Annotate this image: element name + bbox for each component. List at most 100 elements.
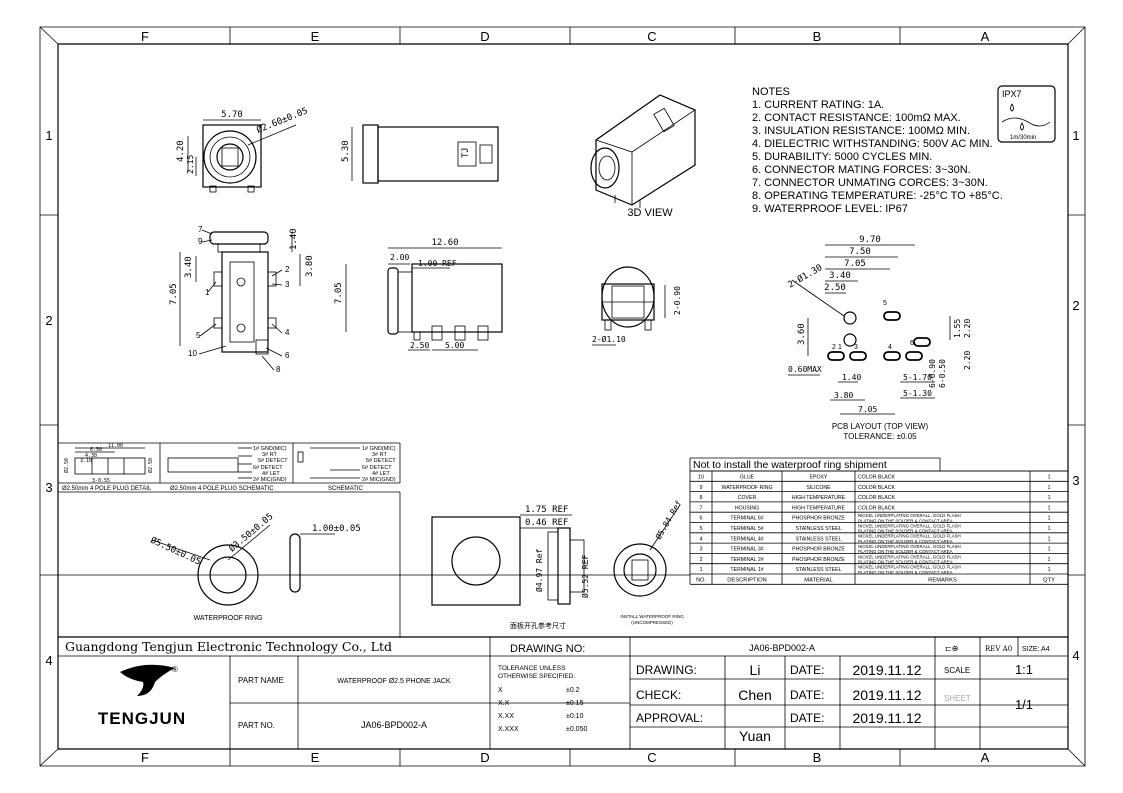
- tolerance-xxxx-value: ±0.050: [566, 726, 587, 733]
- note-9: 9. WATERPROOF LEVEL: IP67: [752, 203, 908, 215]
- bom-row-material: STAINLESS STEEL: [795, 567, 841, 573]
- zone-col-a: A: [981, 29, 990, 44]
- pcb-pad: [849, 351, 867, 361]
- bom-row-qty: 1: [1047, 495, 1050, 501]
- zone-col-b-bottom: B: [813, 750, 822, 765]
- callout-10: 10: [188, 349, 197, 358]
- bom-row-no: 4: [699, 536, 702, 542]
- approval-by-label: APPROVAL:: [636, 711, 703, 725]
- dim-front-h1: 4.20: [176, 140, 186, 162]
- plug-pin-6: 6# DETECT: [253, 465, 283, 471]
- dim-pcb-705b: 7.05: [858, 405, 877, 414]
- zone-col-a-bottom: A: [981, 750, 990, 765]
- dim-front-pin: Ø2.60±0.05: [255, 105, 309, 135]
- date-label-2: DATE:: [790, 688, 824, 702]
- sheet-size: SIZE: A4: [1022, 646, 1050, 653]
- bom-row-no: 9: [699, 485, 702, 491]
- tolerance-x-value: ±0.2: [566, 687, 580, 694]
- notes-title: NOTES: [752, 86, 790, 98]
- side-logo-mark: TJ: [460, 148, 470, 158]
- bom-row-no: 6: [699, 516, 702, 522]
- bom-row-qty: 1: [1047, 567, 1050, 573]
- zone-col-b: B: [813, 29, 822, 44]
- bom-row-remarks-line2: PLATING ON THE SOLDER & CONTACT AREA: [858, 518, 953, 523]
- dim-pcb-380: 3.80: [834, 391, 853, 400]
- label-install-ring2: (UNCOMPRESSED): [631, 620, 673, 625]
- bom-row-remarks-line2: PLATING ON THE SOLDER & CONTACT AREA: [858, 560, 953, 565]
- zone-row-2-right: 2: [1072, 298, 1079, 313]
- plug-strip: 11.00 6.50 4.30 3.10 3-0.55 Ø2.50 Ø2.50 …: [58, 442, 401, 493]
- plug-pin-3: 3# RT: [262, 452, 278, 458]
- dim-bottom-380: 3.80: [305, 255, 315, 277]
- dim-bottom-140: 1.40: [289, 228, 299, 250]
- label-pcb-layout: PCB LAYOUT (TOP VIEW): [832, 422, 929, 431]
- bom-row-material: HIGH TEMPERATURE: [792, 495, 846, 501]
- bom-row-description: TERMINAL 6#: [730, 516, 763, 522]
- bom-row-remarks: NICKEL UNDERPLATING OVERALL, GOLD FLASH: [858, 565, 961, 570]
- pcb-pad: [913, 337, 931, 347]
- label-plug-schematic: Ø2.50mm 4 POLE PLUG SCHEMATIC: [170, 486, 274, 492]
- bom-row-remarks: COLOR BLACK: [858, 485, 895, 491]
- plug-pin-5: 5# DETECT: [258, 458, 288, 464]
- ipx7-label: IPX7: [1002, 89, 1022, 99]
- bom-row-remarks: NICKEL UNDERPLATING OVERALL, GOLD FLASH: [858, 554, 961, 559]
- install-ring-view: 1.75 REF 0.46 REF Ø4.97 Ref Ø5.52 REF Ø5…: [520, 498, 684, 625]
- scale-label: SCALE: [944, 666, 970, 675]
- pcb-layout: 9.70 7.50 7.05 3.40 2.50 2-Ø1.30 5 2 3 4…: [786, 235, 972, 441]
- dim-pcb-hole: 2-Ø1.30: [786, 262, 824, 290]
- revision: REV A0: [985, 645, 1012, 653]
- three-d-view: 3D VIEW: [590, 94, 696, 219]
- bom-row-material: PHOSPHOR BRONZE: [792, 547, 845, 553]
- dim-pcb-220a: 2.20: [963, 319, 972, 338]
- pcb-pad: [905, 351, 923, 361]
- bom-row-qty: 1: [1047, 485, 1050, 491]
- dim-side-height: 5.30: [341, 140, 351, 162]
- bom-row-remarks: COLOR BLACK: [858, 505, 895, 511]
- bom-row-material: PHOSPHOR BRONZE: [792, 557, 845, 563]
- part-name-label: PART NAME: [238, 676, 284, 685]
- scale-value: 1:1: [1015, 662, 1033, 677]
- bom-row-qty: 1: [1047, 505, 1050, 511]
- note-8: 8. OPERATING TEMPERATURE: -25°C TO +85°C…: [752, 190, 1003, 202]
- bom-row-remarks-line2: PLATING ON THE SOLDER & CONTACT AREA: [858, 529, 953, 534]
- bom-row-remarks-line2: PLATING ON THE SOLDER & CONTACT AREA: [858, 539, 953, 544]
- side-view: TJ 5.30: [341, 124, 499, 184]
- zone-col-c: C: [647, 29, 656, 44]
- bom-row-material: HIGH TEMPERATURE: [792, 505, 846, 511]
- dim-pcb-970: 9.70: [859, 235, 881, 245]
- pad-label-2: 2: [832, 344, 836, 351]
- bom-row-qty: 1: [1047, 557, 1050, 563]
- dim-bottom-340: 3.40: [184, 256, 194, 278]
- schem-pin-5: 5# DETECT: [366, 458, 396, 464]
- dim-pcb-250: 2.50: [824, 283, 846, 293]
- bom-row-description: TERMINAL 4#: [730, 536, 763, 542]
- bom-row-description: GLUE: [740, 475, 755, 481]
- zone-row-1-right: 1: [1072, 128, 1079, 143]
- zone-col-c-bottom: C: [647, 750, 656, 765]
- dim-ring-id: Ø3.50±0.05: [227, 511, 276, 554]
- part-name: WATERPROOF Ø2.5 PHONE JACK: [337, 678, 451, 685]
- dim-rear-110: 2-Ø1.10: [592, 334, 626, 344]
- pcb-hole: [843, 333, 857, 347]
- dim-install-552: Ø5.52 REF: [580, 554, 590, 598]
- tolerance-title-2: OTHERWISE SPECIFIED:: [498, 673, 575, 680]
- schem-pin-1: 1# GND(MIC): [362, 446, 396, 452]
- dim-pcb-340: 3.40: [829, 271, 851, 281]
- bom-row-remarks: COLOR BLACK: [858, 495, 895, 501]
- pad-label-6: 6: [910, 340, 914, 347]
- zone-col-f-bottom: F: [141, 750, 149, 765]
- bom-row-description: TERMINAL 3#: [730, 547, 763, 553]
- bom-row-qty: 1: [1047, 536, 1050, 542]
- label-pcb-tolerance: TOLERANCE: ±0.05: [843, 432, 917, 441]
- tolerance-xxx: X.XX: [498, 713, 514, 720]
- zone-labels: F E D C B A F E D C B A 1 2 3 4 1 2 3 4: [45, 29, 1079, 765]
- bom-row-qty: 1: [1047, 516, 1050, 522]
- tengjun-logo-icon: [120, 664, 175, 696]
- schem-pin-2: 2# MIC(GND): [362, 477, 396, 483]
- drawing-by-label: DRAWING:: [636, 663, 697, 677]
- tolerance-x: X: [498, 687, 503, 694]
- zone-row-3: 3: [45, 480, 52, 495]
- rear-view: 2-0.90 2-Ø1.10: [592, 266, 682, 346]
- zone-ticks: [40, 27, 1085, 766]
